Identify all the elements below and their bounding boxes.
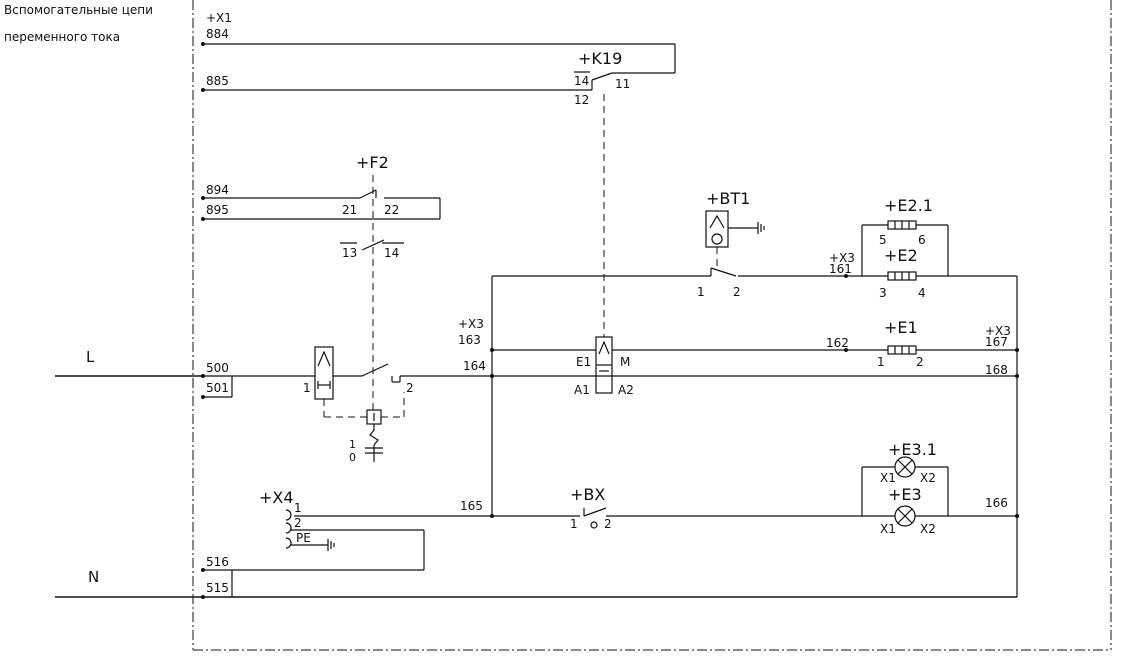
relay-k19-contact: +K19 14 11 12 [574, 49, 630, 337]
x3-label-161: +X3 [829, 251, 855, 265]
breaker-f2-main: 1 2 164 168 1 0 [303, 346, 1019, 464]
title-line-1: Вспомогательные цепи [4, 3, 153, 17]
bx-pin-1: 1 [570, 517, 578, 531]
wire-165-label: 165 [460, 499, 483, 513]
relay-pin-e1: E1 [576, 355, 591, 369]
e21-label: +E2.1 [884, 196, 933, 215]
bt1-label: +BT1 [706, 189, 750, 208]
f2-switch-1: 1 [349, 438, 356, 451]
e21-pin-6: 6 [918, 233, 926, 247]
thermostat-bt1: +BT1 1 2 [697, 189, 765, 299]
socket-x4: +X4 1 2 PE [259, 488, 425, 570]
f2-pin-13: 13 [342, 246, 357, 260]
e3-pin-x2: X2 [920, 522, 936, 536]
bt1-pin-2: 2 [733, 285, 741, 299]
wire-500-label: 500 [206, 361, 229, 375]
line-N-label: N [88, 568, 99, 586]
wire-167-label: 167 [985, 335, 1008, 349]
k19-pin-12: 12 [574, 93, 589, 107]
bx-pin-2: 2 [604, 517, 612, 531]
relay-pin-a2: A2 [618, 383, 634, 397]
e2-pin-4: 4 [918, 286, 926, 300]
relay-coil: A1 A2 [574, 336, 634, 397]
relay-pin-a1: A1 [574, 383, 590, 397]
bx-label: +BX [570, 485, 605, 504]
frame-boundary [192, 0, 1112, 651]
e1-label: +E1 [884, 318, 918, 337]
e21-pin-5: 5 [879, 233, 887, 247]
phase-line-L: L 500 501 [55, 348, 315, 399]
k19-label: +K19 [578, 49, 622, 68]
f2-label: +F2 [356, 153, 389, 172]
wire-163-label: 163 [458, 333, 481, 347]
wire-162-label: 162 [826, 336, 849, 350]
wire-168-label: 168 [985, 363, 1008, 377]
terminal-x1-label: +X1 [206, 11, 232, 25]
lamp-e3-group: +E3.1 X1 X2 +E3 X1 X2 166 [861, 440, 1019, 536]
title-line-2: переменного тока [4, 30, 120, 44]
e2-pin-3: 3 [879, 286, 887, 300]
wire-894-label: 894 [206, 183, 229, 197]
branch-163-e1: +X3 163 E1 M 162 +E1 1 2 +X3 167 [458, 317, 1019, 369]
neutral-line-N: N 516 515 [55, 516, 1018, 599]
line-L-label: L [86, 348, 95, 366]
relay-pin-m: M [620, 355, 630, 369]
branch-161: +X3 161 [492, 251, 888, 278]
e1-pin-2: 2 [916, 355, 924, 369]
bt1-pin-1: 1 [697, 285, 705, 299]
branch-165-bx: 165 +BX 1 2 [294, 485, 895, 531]
x4-label: +X4 [259, 488, 294, 507]
e3-pin-x1: X1 [880, 522, 896, 536]
x3-label-167: +X3 [985, 324, 1011, 338]
x4-pin-pe: PE [296, 531, 311, 545]
k19-pin-11: 11 [615, 77, 630, 91]
f2-switch-0: 0 [349, 451, 356, 464]
e1-pin-1: 1 [877, 355, 885, 369]
e3-label: +E3 [888, 485, 922, 504]
f2-main-pin-1: 1 [303, 381, 311, 395]
breaker-f2-aux: +F2 894 895 21 22 13 14 [201, 153, 441, 410]
wire-164-label: 164 [463, 359, 486, 373]
x4-pin-2: 2 [294, 516, 302, 530]
wire-885-label: 885 [206, 74, 229, 88]
f2-pin-22: 22 [384, 203, 399, 217]
heater-e2-group: +E2.1 5 6 +E2 3 4 [861, 196, 1017, 300]
wire-884-885: 884 885 [201, 27, 676, 92]
wire-895-label: 895 [206, 203, 229, 217]
k19-pin-14: 14 [574, 74, 589, 88]
wire-884-label: 884 [206, 27, 229, 41]
wire-161-label: 161 [829, 262, 852, 276]
wire-501-label: 501 [206, 381, 229, 395]
wire-515-label: 515 [206, 581, 229, 595]
e2-label: +E2 [884, 246, 918, 265]
e31-pin-x1: X1 [880, 471, 896, 485]
f2-main-pin-2: 2 [406, 381, 414, 395]
e31-pin-x2: X2 [920, 471, 936, 485]
wire-516-label: 516 [206, 555, 229, 569]
e31-label: +E3.1 [888, 440, 937, 459]
x4-pin-1: 1 [294, 501, 302, 515]
x3-label-163: +X3 [458, 317, 484, 331]
f2-pin-21: 21 [342, 203, 357, 217]
f2-pin-14: 14 [384, 246, 399, 260]
wire-166-label: 166 [985, 496, 1008, 510]
